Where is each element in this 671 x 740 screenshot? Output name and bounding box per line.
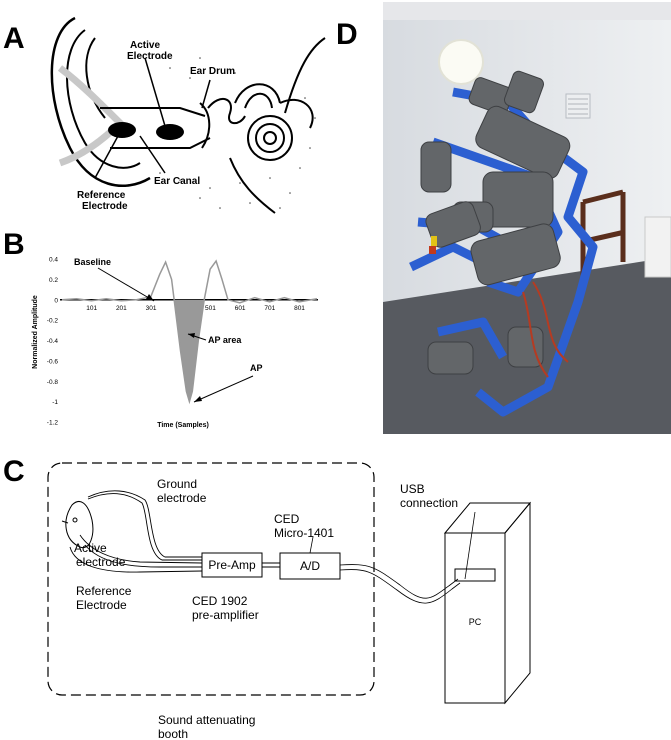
preamp-label: Pre-Amp xyxy=(208,558,256,572)
chair-wiring xyxy=(522,281,569,378)
label-reference: Reference xyxy=(76,584,132,598)
reference-electrode xyxy=(108,122,136,138)
label-booth-2: booth xyxy=(158,727,188,740)
label-ced-micro: Micro-1401 xyxy=(274,526,334,540)
waveform-line xyxy=(61,259,318,405)
ear-helix xyxy=(85,37,106,119)
label-reference-electrode: Electrode xyxy=(76,598,127,612)
pc-tower xyxy=(443,501,532,705)
y-tick-label: -0.2 xyxy=(47,318,59,325)
label-ced: CED xyxy=(274,512,300,526)
label-ear-canal: Ear Canal xyxy=(154,176,200,187)
sound-booth-outline xyxy=(47,462,375,696)
x-tick-label: 201 xyxy=(116,305,127,312)
vent-slats xyxy=(568,98,588,115)
ceiling-lamp xyxy=(438,39,484,85)
y-tick-label: -0.6 xyxy=(47,358,59,365)
cochlea xyxy=(234,83,314,161)
yellow-control xyxy=(431,236,437,246)
label-active: Active xyxy=(74,541,107,555)
chart-ylabel: Normalized Amplitude xyxy=(32,295,39,369)
ossicles xyxy=(207,98,246,125)
active-electrode-leader xyxy=(144,57,166,127)
panel-letter-c: C xyxy=(3,455,25,488)
label-active-electrode: electrode xyxy=(76,555,126,569)
ear-drum-leader xyxy=(201,79,211,109)
label-usb: USB xyxy=(400,482,425,496)
annotation-ap-area: AP area xyxy=(208,335,242,345)
panel-letter-b: B xyxy=(3,228,25,261)
label-usb-connection: connection xyxy=(400,496,458,510)
ap-area-arrowhead xyxy=(188,333,195,338)
recording-setup-schematic: Pre-Amp A/D PC Ground electrode Active e… xyxy=(47,462,532,740)
usb-cable xyxy=(339,564,459,599)
y-tick-label: -0.4 xyxy=(47,338,59,345)
label-active-electrode: Electrode xyxy=(127,51,173,62)
x-tick-label: 301 xyxy=(146,305,157,312)
ad-label: A/D xyxy=(300,559,320,573)
label-ear-drum: Ear Drum xyxy=(190,66,235,77)
x-tick-label: 601 xyxy=(235,305,246,312)
chair-cushions xyxy=(420,70,571,375)
head-drawing xyxy=(61,501,94,549)
label-reference: Reference xyxy=(77,190,126,201)
y-tick-label: 0.2 xyxy=(49,277,58,284)
preamp-box xyxy=(201,552,263,578)
y-tick-label: -0.8 xyxy=(47,379,59,386)
ear-canal-upper xyxy=(100,107,206,117)
chart-xlabel: Time (Samples) xyxy=(157,422,209,429)
usb-leader xyxy=(464,511,476,580)
label-reference-electrode: Electrode xyxy=(82,201,128,212)
label-ground: Ground xyxy=(157,477,197,491)
label-booth: Sound attenuating xyxy=(158,713,255,727)
outer-ear-outline xyxy=(50,16,151,187)
active-electrode xyxy=(156,124,184,140)
stipple-texture xyxy=(159,57,316,209)
x-tick-label: 801 xyxy=(294,305,305,312)
ap-arrow xyxy=(193,375,254,403)
ear-canal-lower xyxy=(110,137,211,149)
ear-canal-leader xyxy=(139,135,166,174)
pc-label: PC xyxy=(469,617,482,627)
label-preamplifier: pre-amplifier xyxy=(192,608,259,622)
y-tick-label: -1.2 xyxy=(47,420,59,427)
ap-arrowhead xyxy=(194,396,202,402)
label-ground-electrode: electrode xyxy=(157,491,207,505)
ap-area-shading xyxy=(174,299,205,402)
panel-letter-d: D xyxy=(336,18,358,51)
annotation-baseline: Baseline xyxy=(74,257,111,267)
ap-waveform-chart: Normalized Amplitude Time (Samples) 0.4 0… xyxy=(32,257,318,429)
x-tick-label: 701 xyxy=(264,305,275,312)
y-tick-label: 0 xyxy=(54,297,58,304)
red-control xyxy=(429,246,436,254)
rotating-chair-photo xyxy=(383,2,671,434)
ad-box xyxy=(279,552,341,580)
label-ced-1902: CED 1902 xyxy=(192,594,248,608)
reference-electrode-leader xyxy=(94,135,119,179)
annotation-ap: AP xyxy=(250,363,263,373)
panel-letter-a: A xyxy=(3,22,25,55)
y-tick-label: 0.4 xyxy=(49,257,58,264)
auditory-nerve xyxy=(284,37,326,114)
ear-anatomy-diagram: Active Electrode Ear Drum Ear Canal Refe… xyxy=(50,16,326,214)
y-tick-label: -1 xyxy=(52,399,58,406)
ceiling xyxy=(383,2,671,20)
x-tick-label: 501 xyxy=(205,305,216,312)
eustachian-tube xyxy=(229,157,276,214)
label-active: Active xyxy=(130,40,160,51)
outer-ear-inner xyxy=(66,29,141,169)
x-tick-label: 101 xyxy=(86,305,97,312)
side-cabinet xyxy=(644,216,671,278)
baseline-arrowhead xyxy=(146,294,154,301)
usb-cable-2 xyxy=(339,569,461,604)
electrode-wires xyxy=(69,490,203,573)
baseline-arrow xyxy=(97,267,155,302)
ced-leader xyxy=(309,536,314,554)
